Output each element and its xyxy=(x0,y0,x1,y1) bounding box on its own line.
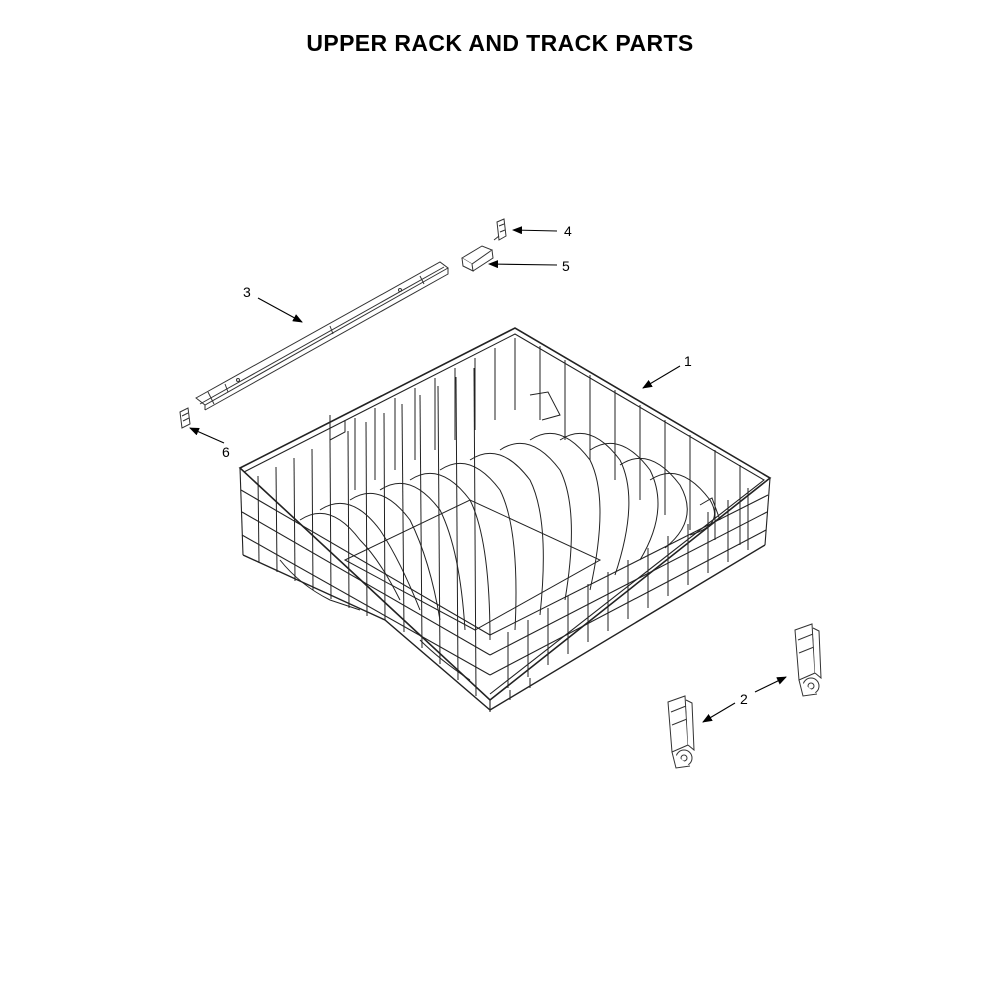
rail-end-cap-part xyxy=(179,407,191,429)
track-rail-part xyxy=(195,261,449,411)
arrow-1 xyxy=(642,365,681,389)
rack-inner-dish-tines xyxy=(279,391,721,681)
callout-1: 1 xyxy=(684,353,692,369)
rack-back-tines xyxy=(329,338,741,545)
arrow-3 xyxy=(257,297,303,323)
arrow-5 xyxy=(488,260,558,269)
rail-stop-part xyxy=(461,245,494,272)
arrow-2b xyxy=(754,676,787,693)
rack-adjuster-right-part xyxy=(794,623,822,697)
callout-labels: 1 2 3 4 5 6 xyxy=(222,223,748,707)
rack-front-right-tines xyxy=(507,488,749,700)
callout-5: 5 xyxy=(562,258,570,274)
rack-adjuster-left-part xyxy=(667,695,695,769)
arrow-4 xyxy=(512,226,558,235)
arrow-6 xyxy=(189,427,225,444)
arrow-2a xyxy=(702,702,736,723)
diagram-title: UPPER RACK AND TRACK PARTS xyxy=(306,30,694,56)
callout-2: 2 xyxy=(740,691,748,707)
callout-4: 4 xyxy=(564,223,572,239)
rack-front-left-tines xyxy=(257,367,477,697)
callout-6: 6 xyxy=(222,444,230,460)
callout-3: 3 xyxy=(243,284,251,300)
clip-part xyxy=(493,218,507,241)
leader-arrows xyxy=(189,226,787,723)
